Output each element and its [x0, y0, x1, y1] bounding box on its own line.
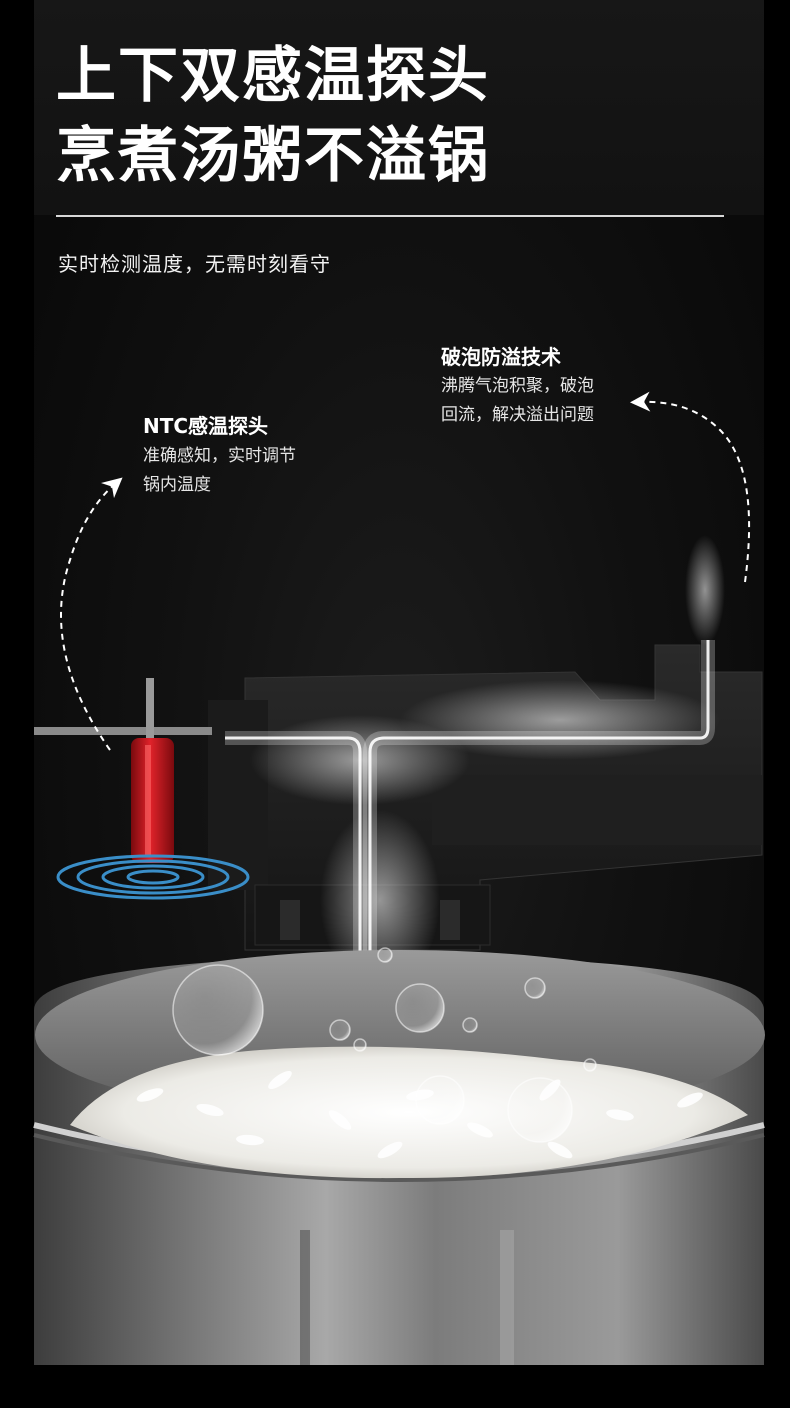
ntc-probe-title: NTC感温探头	[143, 414, 269, 438]
steam-icon	[250, 535, 725, 990]
subtitle: 实时检测温度，无需时刻看守	[58, 252, 331, 276]
anti-overflow-desc-line-1: 沸腾气泡积聚，破泡	[441, 376, 594, 396]
divider	[56, 215, 724, 217]
sensor-wave-icon	[56, 854, 250, 900]
headline-line-1: 上下双感温探头	[56, 41, 490, 111]
dashed-arrow-icon	[630, 391, 751, 583]
dashed-arrow-icon	[60, 477, 123, 751]
anti-overflow-desc-line-2: 回流，解决溢出问题	[441, 405, 594, 425]
bubble-icon	[172, 947, 597, 1143]
ntc-desc-line-1: 准确感知，实时调节	[143, 446, 296, 466]
headline-line-2: 烹煮汤粥不溢锅	[56, 121, 490, 191]
anti-overflow-description: 沸腾气泡积聚，破泡 回流，解决溢出问题	[441, 372, 641, 430]
ntc-probe-description: 准确感知，实时调节 锅内温度	[143, 442, 343, 500]
temperature-probe-icon	[34, 678, 212, 863]
ntc-desc-line-2: 锅内温度	[143, 475, 211, 495]
anti-overflow-title: 破泡防溢技术	[441, 345, 561, 369]
bottom-margin	[0, 1365, 790, 1408]
